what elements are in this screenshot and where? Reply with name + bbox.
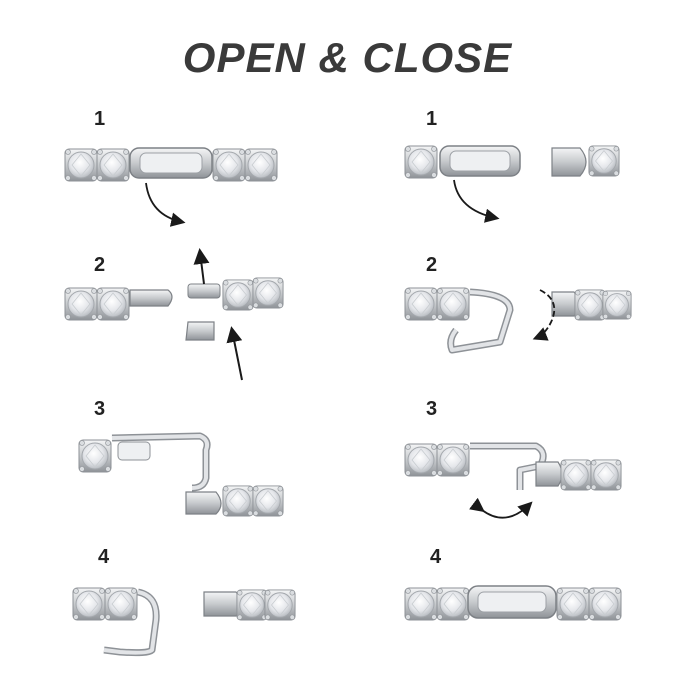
left-step-4-illustration: [72, 587, 296, 657]
right-step-2-number: 2: [426, 254, 438, 276]
page-title: OPEN & CLOSE: [182, 34, 513, 81]
left-step-2-arrow-up: [193, 248, 210, 285]
left-step-1-number: 1: [94, 108, 106, 130]
left-step-3-number: 3: [94, 398, 106, 420]
right-step-1-number: 1: [426, 108, 438, 130]
left-step-1-illustration: [64, 147, 278, 182]
right-step-1-arrow: [453, 179, 500, 223]
left-step-2-number: 2: [94, 254, 106, 276]
left-step-2-illustration: [64, 277, 284, 341]
left-step-4-number: 4: [98, 546, 110, 568]
right-step-1-illustration: [404, 145, 620, 179]
right-step-2-illustration: [404, 287, 632, 354]
right-step-3-illustration: [404, 442, 622, 491]
left-step-1-arrow: [145, 182, 186, 227]
left-step-3-illustration: [78, 432, 284, 517]
right-step-2-rotate-arrow: [532, 289, 556, 341]
right-step-3-number: 3: [426, 398, 438, 420]
right-step-3-swing-arrow: [469, 497, 533, 519]
left-step-2-arrow-push: [226, 326, 243, 381]
right-step-4-illustration: [404, 585, 622, 621]
right-step-4-number: 4: [430, 546, 442, 568]
